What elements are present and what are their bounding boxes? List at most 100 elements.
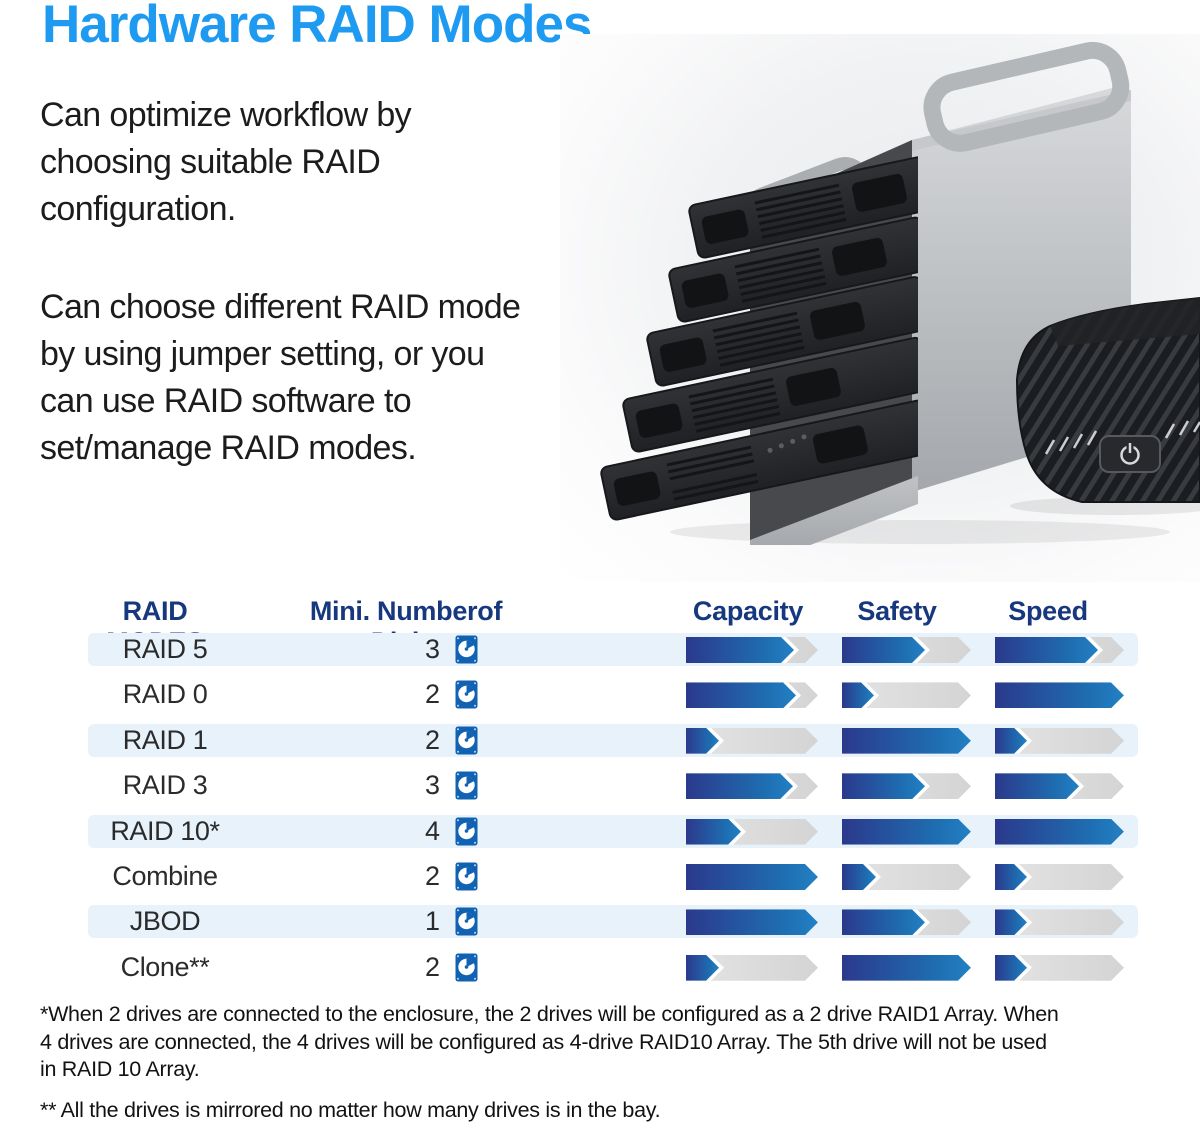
text-line: can use RAID software to <box>40 382 412 420</box>
front-sill <box>750 476 918 545</box>
safety-bar-fill <box>842 819 971 845</box>
raid-mode-label: RAID 10* <box>110 815 220 846</box>
safety-bar <box>842 637 971 663</box>
capacity-bar-fill <box>686 637 794 663</box>
text-line: by using jumper setting, or you <box>40 335 485 373</box>
text-line: configuration. <box>40 190 236 228</box>
safety-bar <box>842 819 971 845</box>
table-row: Combine 2 <box>0 861 1200 892</box>
capacity-bar-fill <box>686 773 793 799</box>
capacity-bar <box>686 682 818 708</box>
safety-bar <box>842 955 971 981</box>
safety-bar-fill <box>842 773 925 799</box>
safety-bar <box>842 728 971 754</box>
hard-drive-icon <box>455 817 478 846</box>
raid-mode-label: RAID 3 <box>122 770 208 801</box>
text-line: Can optimize workflow by <box>40 96 412 134</box>
power-icon <box>1120 442 1140 465</box>
safety-bar-fill <box>842 909 925 935</box>
capacity-bar <box>686 773 818 799</box>
safety-bar <box>842 864 971 890</box>
safety-bar-fill <box>842 728 971 754</box>
capacity-bar <box>686 909 818 935</box>
speed-bar-fill <box>995 773 1079 799</box>
accessory-device <box>1015 296 1200 503</box>
text-line: *When 2 drives are connected to the encl… <box>40 1002 1059 1026</box>
min-disks-value: 2 <box>424 951 440 982</box>
column-header-speed: Speed <box>1008 596 1088 626</box>
hard-drive-icon <box>455 907 478 936</box>
text-line: Can choose different RAID mode <box>40 288 521 326</box>
speed-bar <box>995 773 1124 799</box>
speed-bar <box>995 637 1124 663</box>
capacity-bar <box>686 955 818 981</box>
min-disks-value: 4 <box>424 815 440 846</box>
hard-drive-icon <box>455 862 478 891</box>
speed-bar <box>995 864 1124 890</box>
raid-mode-label: Combine <box>112 861 218 891</box>
speed-bar-fill <box>995 819 1124 845</box>
speed-bar <box>995 909 1124 935</box>
capacity-bar-fill <box>686 819 741 845</box>
safety-bar <box>842 909 971 935</box>
raid-mode-label: JBOD <box>129 906 201 937</box>
column-header-capacity: Capacity <box>692 596 804 626</box>
hard-drive-icon <box>455 953 478 982</box>
hard-drive-icon <box>455 771 478 800</box>
intro-paragraph-1: Can optimize workflow by choosing suitab… <box>40 92 412 233</box>
drive-tray <box>668 216 918 323</box>
raid-mode-label: RAID 1 <box>122 724 208 755</box>
hard-drive-icon <box>455 635 478 664</box>
footnote-raid10: *When 2 drives are connected to the encl… <box>40 1001 1195 1084</box>
text-line: choosing suitable RAID <box>40 143 381 181</box>
table-row: RAID 5 3 <box>0 633 1200 666</box>
capacity-bar-fill <box>686 864 818 890</box>
speed-bar <box>995 728 1124 754</box>
capacity-bar-fill <box>686 682 796 708</box>
safety-bar-fill <box>842 637 925 663</box>
page-title: Hardware RAID Modes <box>42 0 592 54</box>
min-disks-value: 2 <box>424 861 440 891</box>
speed-bar <box>995 682 1124 708</box>
text-line: 4 drives are connected, the 4 drives wil… <box>40 1029 1047 1054</box>
capacity-bar <box>686 728 818 754</box>
tower-shadow <box>670 520 1170 544</box>
capacity-bar-fill <box>686 909 818 935</box>
drive-tray <box>600 399 918 521</box>
min-disks-value: 2 <box>424 679 440 710</box>
min-disks-value: 2 <box>424 724 440 755</box>
raid-mode-label: Clone** <box>120 951 210 982</box>
capacity-bar <box>686 819 818 845</box>
hard-drive-icon <box>455 680 478 709</box>
speed-bar <box>995 955 1124 981</box>
text-line: set/manage RAID modes. <box>40 429 417 467</box>
table-row: RAID 0 2 <box>0 679 1200 710</box>
safety-bar-fill <box>842 955 971 981</box>
table-row: JBOD 1 <box>0 905 1200 939</box>
min-disks-value: 3 <box>424 770 440 801</box>
column-header-safety: Safety <box>857 596 937 626</box>
min-disks-value: 1 <box>424 906 440 937</box>
table-row: Clone** 2 <box>0 952 1200 983</box>
drive-tray <box>622 336 918 453</box>
power-button[interactable] <box>1099 435 1161 473</box>
speed-bar-fill <box>995 637 1098 663</box>
capacity-bar <box>686 637 818 663</box>
speed-bar <box>995 819 1124 845</box>
footnote-clone: ** All the drives is mirrored no matter … <box>40 1098 661 1122</box>
table-row: RAID 3 3 <box>0 770 1200 801</box>
raid-mode-label: RAID 5 <box>122 634 208 664</box>
intro-paragraph-2: Can choose different RAID mode by using … <box>40 284 521 472</box>
text-line: in RAID 10 Array. <box>40 1057 200 1081</box>
product-photo <box>600 41 1200 545</box>
drive-tray <box>646 276 918 387</box>
capacity-bar <box>686 864 818 890</box>
table-row: RAID 1 2 <box>0 723 1200 757</box>
min-disks-value: 3 <box>424 634 440 664</box>
safety-bar <box>842 682 971 708</box>
table-row: RAID 10* 4 <box>0 814 1200 848</box>
raid-mode-label: RAID 0 <box>122 679 208 710</box>
drive-tray <box>688 156 918 259</box>
carry-handle <box>923 41 1130 152</box>
hard-drive-icon <box>455 726 478 755</box>
